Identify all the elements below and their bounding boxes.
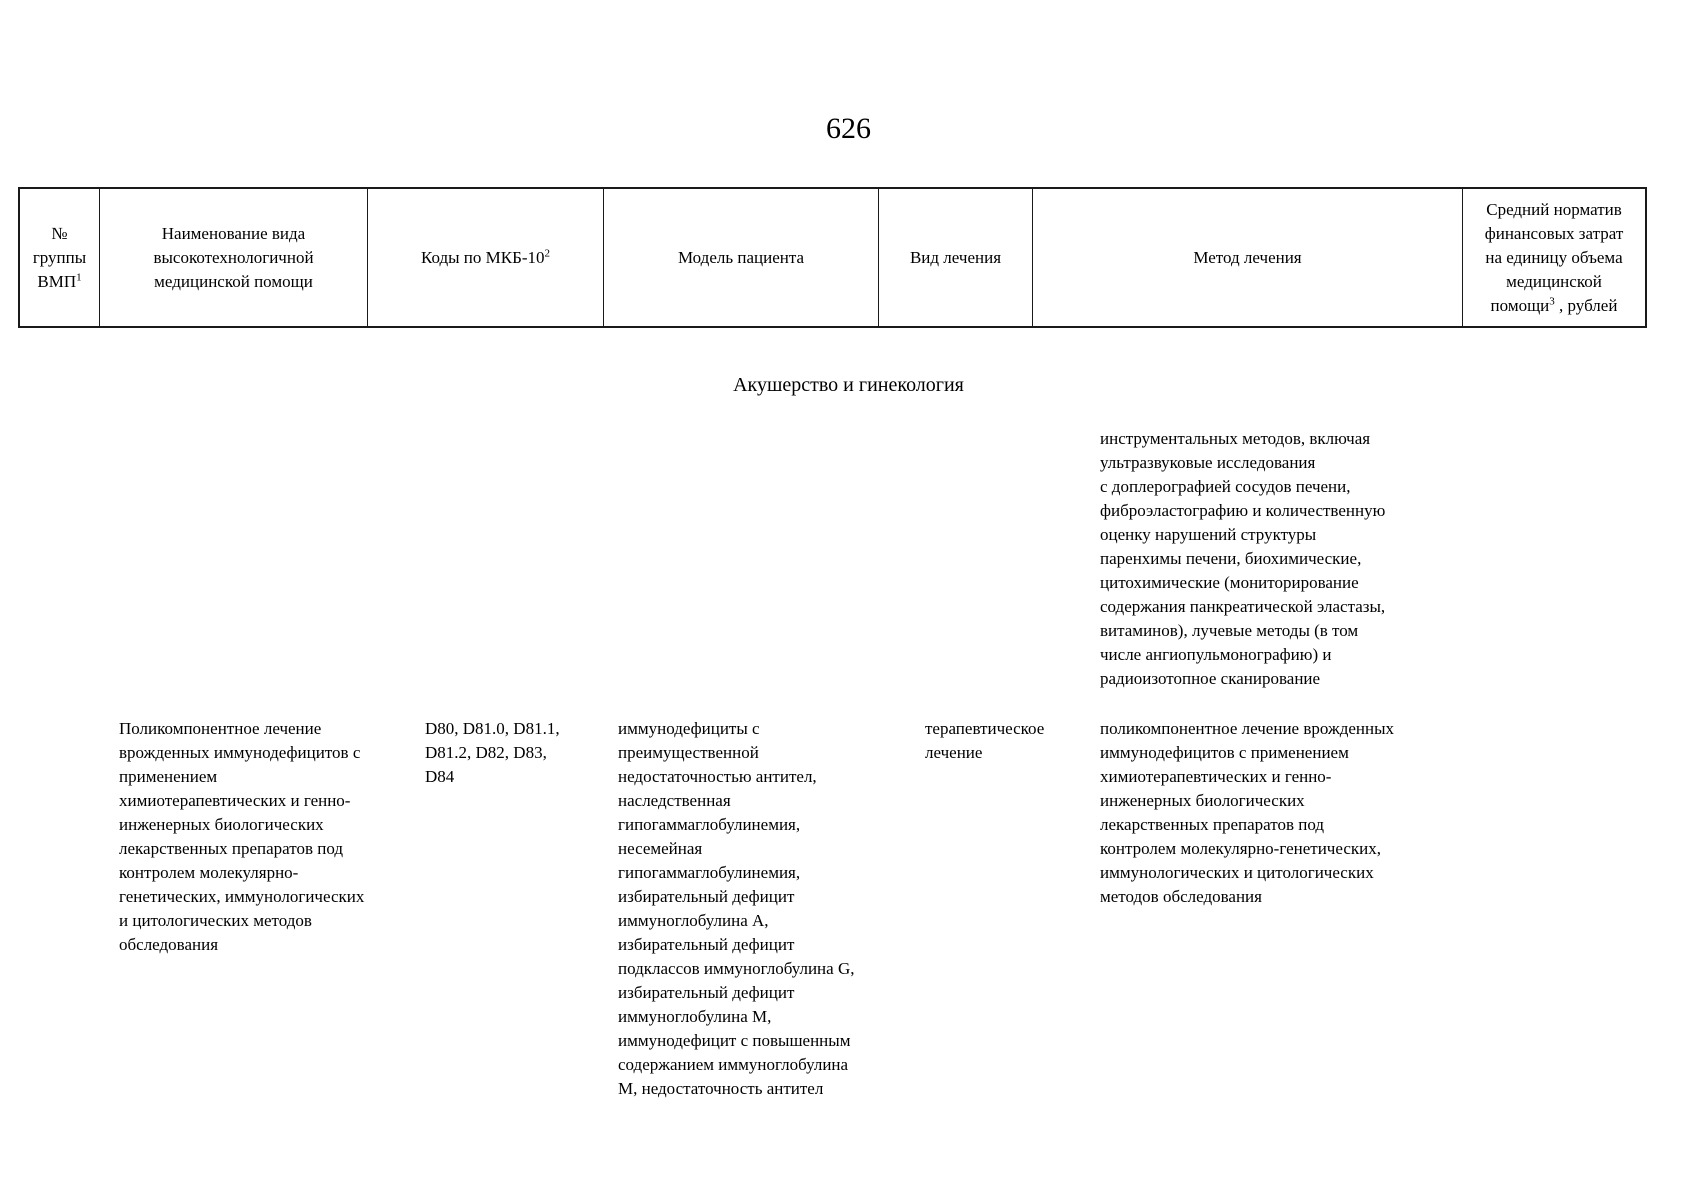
- row-care-type-name-cell: Поликомпонентное лечение врожденных имму…: [119, 719, 365, 954]
- row-treatment-type-cell: терапевтическое лечение: [925, 719, 1045, 762]
- row-continuation-method-cell: инструментальных методов, включая ультра…: [1100, 429, 1386, 688]
- header-cell-treatment-method: Метод лечения: [1033, 189, 1463, 326]
- header-label: № группы ВМП: [32, 223, 87, 291]
- row-patient-model-cell: иммунодефициты с преимущественной недост…: [618, 719, 855, 1098]
- header-label: Коды по МКБ-10: [420, 247, 545, 267]
- header-cell-group-number: № группы ВМП1: [20, 189, 100, 326]
- footnote-marker: 2: [544, 246, 551, 259]
- header-cell-care-type-name: Наименование вида высокотехнологичной ме…: [100, 189, 368, 326]
- header-label-suffix: , рублей: [1554, 295, 1618, 315]
- header-label: Модель пациента: [677, 247, 805, 267]
- header-label: Вид лечения: [909, 247, 1002, 267]
- row-treatment-method-cell: поликомпонентное лечение врожденных имму…: [1100, 719, 1395, 906]
- header-cell-cost-norm: Средний норматив финансовых затрат на ед…: [1463, 189, 1645, 326]
- row-icd-codes-cell: D80, D81.0, D81.1, D81.2, D82, D83, D84: [425, 719, 560, 786]
- header-label: Метод лечения: [1193, 247, 1302, 267]
- footnote-marker: 1: [76, 270, 82, 283]
- footnote-marker: 3: [1549, 294, 1555, 307]
- header-cell-patient-model: Модель пациента: [604, 189, 879, 326]
- header-cell-icd-codes: Коды по МКБ-102: [368, 189, 604, 326]
- header-label: Наименование вида высокотехнологичной ме…: [153, 223, 314, 291]
- table-header-row: № группы ВМП1 Наименование вида высокоте…: [18, 187, 1647, 328]
- section-title: Акушерство и гинекология: [733, 374, 964, 396]
- header-label: Средний норматив финансовых затрат на ед…: [1484, 199, 1624, 315]
- page-number: 626: [826, 112, 871, 145]
- header-cell-treatment-type: Вид лечения: [879, 189, 1033, 326]
